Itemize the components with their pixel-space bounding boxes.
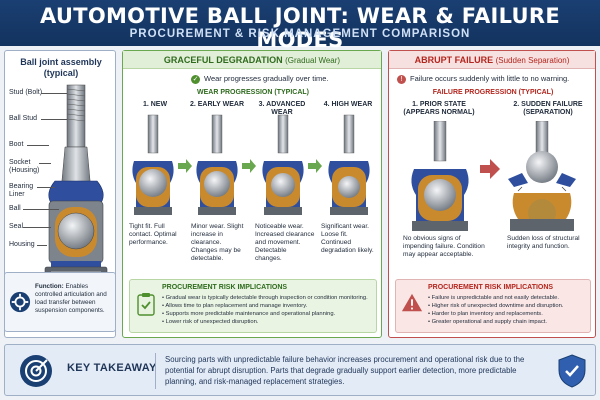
graceful-degradation-panel: GRACEFUL DEGRADATION (Gradual Wear) ✓ Wea… bbox=[122, 50, 382, 338]
sudden-failure-joint bbox=[508, 121, 576, 231]
label-socket: Socket (Housing) bbox=[9, 159, 40, 174]
graceful-stage-illustrations bbox=[132, 114, 370, 215]
arrow-right-icon bbox=[480, 159, 500, 179]
leader-ball-stud bbox=[41, 119, 67, 120]
abrupt-summary: ! Failure occurs suddenly with little to … bbox=[397, 74, 569, 84]
label-housing: Housing bbox=[9, 241, 35, 248]
label-bearing-liner: Bearing Liner bbox=[9, 183, 34, 198]
graceful-stage-1-desc: Tight fit. Full contact. Optimal perform… bbox=[129, 223, 177, 246]
page-title: AUTOMOTIVE BALL JOINT: WEAR & FAILURE MO… bbox=[39, 4, 561, 52]
abrupt-stage-1-desc: No obvious signs of impending failure. C… bbox=[403, 235, 485, 258]
graceful-stage-2-desc: Minor wear. Slight increase in clearance… bbox=[191, 223, 244, 262]
abrupt-risk-item: Higher risk of unexpected downtime and d… bbox=[428, 302, 588, 310]
leader-ball bbox=[23, 209, 59, 210]
graceful-risk-item: Gradual wear is typically detectable thr… bbox=[162, 294, 376, 302]
abrupt-heading: ABRUPT FAILURE (Sudden Separation) bbox=[389, 51, 595, 69]
graceful-stage-1-label: 1. NEW bbox=[142, 101, 168, 108]
abrupt-progression-title: FAILURE PROGRESSION (TYPICAL) bbox=[432, 89, 554, 96]
graceful-heading-text: GRACEFUL DEGRADATION bbox=[163, 55, 283, 65]
takeaway-divider bbox=[155, 353, 156, 389]
prior-state-joint bbox=[411, 121, 469, 231]
abrupt-risk-title: PROCUREMENT RISK IMPLICATIONS bbox=[428, 284, 554, 291]
graceful-stage-4-label: 4. HIGH WEAR bbox=[323, 101, 373, 108]
page-subtitle: PROCUREMENT & RISK MANAGEMENT COMPARISON bbox=[129, 28, 471, 40]
leader-stud bbox=[41, 93, 67, 94]
abrupt-risk-item: Greater operational and supply chain imp… bbox=[428, 318, 588, 326]
function-text-block: Function: Enables controlled articulatio… bbox=[35, 283, 113, 315]
graceful-risk-item: Allows time to plan replacement and mana… bbox=[162, 302, 376, 310]
alert-icon: ! bbox=[397, 74, 406, 84]
label-seal: Seal bbox=[9, 223, 24, 230]
graceful-risk-list: Gradual wear is typically detectable thr… bbox=[162, 294, 376, 326]
label-ball: Ball bbox=[9, 205, 21, 212]
leader-seal bbox=[23, 227, 51, 228]
check-icon: ✓ bbox=[191, 74, 200, 84]
stage-4-joint bbox=[328, 114, 370, 215]
arrow-right-icon bbox=[242, 159, 256, 173]
abrupt-failure-panel: ABRUPT FAILURE (Sudden Separation) ! Fail… bbox=[388, 50, 596, 338]
graceful-heading-sub: (Gradual Wear) bbox=[285, 56, 341, 65]
key-takeaway-text: Sourcing parts with unpredictable failur… bbox=[165, 355, 525, 386]
abrupt-stage-1-label: 1. PRIOR STATE (APPEARS NORMAL) bbox=[403, 101, 475, 116]
abrupt-heading-sub: (Sudden Separation) bbox=[495, 56, 570, 65]
assembly-title-text: Ball joint assembly (typical) bbox=[20, 57, 102, 78]
abrupt-risk-list: Failure is unpredictable and not easily … bbox=[428, 294, 588, 326]
key-takeaway-box: KEY TAKEAWAY Sourcing parts with unpredi… bbox=[4, 344, 596, 396]
graceful-summary-text: Wear progresses gradually over time. bbox=[204, 74, 329, 83]
graceful-stage-2-label: 2. EARLY WEAR bbox=[189, 101, 245, 108]
warning-icon bbox=[401, 293, 423, 312]
leader-housing bbox=[37, 245, 47, 246]
graceful-progression-title: WEAR PROGRESSION (TYPICAL) bbox=[196, 89, 309, 96]
abrupt-risk-item: Failure is unpredictable and not easily … bbox=[428, 294, 588, 302]
abrupt-summary-text: Failure occurs suddenly with little to n… bbox=[410, 74, 570, 83]
clipboard-check-icon bbox=[137, 293, 155, 316]
gear-icon bbox=[9, 291, 31, 313]
leader-bearing bbox=[37, 187, 55, 188]
graceful-summary: ✓ Wear progresses gradually over time. bbox=[191, 74, 329, 84]
header-banner: AUTOMOTIVE BALL JOINT: WEAR & FAILURE MO… bbox=[0, 0, 600, 52]
function-box: Function: Enables controlled articulatio… bbox=[4, 272, 116, 332]
graceful-risk-item: Supports more predictable maintenance an… bbox=[162, 310, 376, 318]
graceful-heading: GRACEFUL DEGRADATION (Gradual Wear) bbox=[123, 51, 381, 69]
abrupt-heading-text: ABRUPT FAILURE bbox=[414, 55, 494, 65]
abrupt-stage-illustrations bbox=[411, 121, 576, 231]
stage-3-joint bbox=[262, 114, 304, 215]
abrupt-stage-2-label: 2. SUDDEN FAILURE (SEPARATION) bbox=[513, 101, 583, 116]
target-icon bbox=[20, 355, 52, 387]
graceful-stage-4-desc: Significant wear. Loose fit. Continued d… bbox=[321, 223, 374, 254]
arrow-right-icon bbox=[178, 159, 192, 173]
graceful-risk-item: Lower risk of unexpected disruption. bbox=[162, 318, 376, 326]
abrupt-risk-item: Harder to plan inventory and replacement… bbox=[428, 310, 588, 318]
graceful-risk-title: PROCUREMENT RISK IMPLICATIONS bbox=[162, 284, 288, 291]
graceful-risk-box: PROCUREMENT RISK IMPLICATIONS Gradual we… bbox=[129, 279, 377, 333]
function-description: Enables controlled articulation and load… bbox=[35, 283, 107, 314]
arrow-right-icon bbox=[308, 159, 322, 173]
abrupt-stage-2-desc: Sudden loss of structural integrity and … bbox=[507, 235, 580, 250]
label-boot: Boot bbox=[9, 141, 24, 148]
graceful-stage-3-desc: Noticeable wear. Increased clearance and… bbox=[255, 223, 315, 262]
function-label: Function: bbox=[35, 283, 64, 290]
label-stud: Stud (Bolt) bbox=[9, 89, 43, 96]
leader-boot bbox=[27, 145, 49, 146]
shield-check-icon bbox=[558, 354, 586, 388]
leader-socket bbox=[39, 163, 51, 164]
graceful-stage-3-label: 3. ADVANCED WEAR bbox=[258, 101, 306, 116]
stage-1-joint bbox=[132, 114, 174, 215]
abrupt-risk-box: PROCUREMENT RISK IMPLICATIONS Failure is… bbox=[395, 279, 591, 333]
key-takeaway-title: KEY TAKEAWAY bbox=[67, 362, 157, 374]
label-ball-stud: Ball Stud bbox=[9, 115, 38, 122]
stage-2-joint bbox=[196, 114, 238, 215]
assembly-title: Ball joint assembly (typical) bbox=[5, 57, 117, 79]
